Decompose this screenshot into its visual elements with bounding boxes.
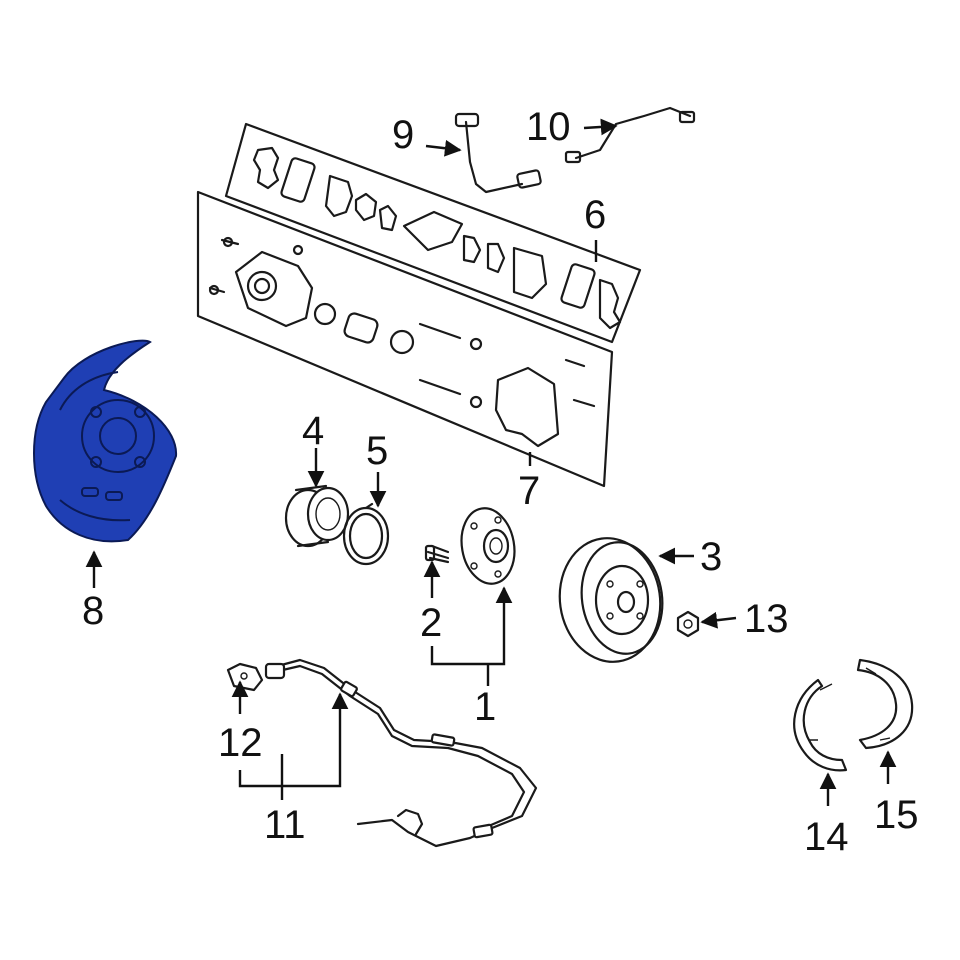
backing-plate-details xyxy=(59,371,155,522)
callout-4: 4 xyxy=(302,409,324,453)
parking-brake-shoe-rear[interactable] xyxy=(856,658,914,750)
callout-3: 3 xyxy=(700,535,722,579)
snap-ring[interactable] xyxy=(342,502,390,566)
harness-clip[interactable] xyxy=(226,662,264,692)
backing-plate[interactable] xyxy=(33,339,178,543)
callout-labels: 1 2 3 4 5 6 7 8 9 10 11 12 13 14 15 xyxy=(82,105,919,859)
callout-5: 5 xyxy=(366,429,388,473)
wheel-bearing[interactable] xyxy=(284,484,350,548)
hub-nut[interactable] xyxy=(676,610,700,638)
caliper-kit-panel[interactable] xyxy=(196,190,614,488)
wheel-hub[interactable] xyxy=(456,504,520,588)
callout-11: 11 xyxy=(264,803,306,847)
callout-7: 7 xyxy=(518,469,540,513)
callout-6: 6 xyxy=(584,193,606,237)
callout-12: 12 xyxy=(218,721,263,765)
backing-plate-shape xyxy=(33,339,178,543)
callout-15: 15 xyxy=(874,793,919,837)
pad-kit-panel[interactable] xyxy=(224,122,642,344)
parking-brake-shoe-front[interactable] xyxy=(793,678,848,772)
callout-8: 8 xyxy=(82,589,104,633)
pad-kit-items xyxy=(252,146,622,330)
abs-sensor-harness[interactable] xyxy=(264,658,538,848)
callout-1: 1 xyxy=(474,685,496,729)
callout-9: 9 xyxy=(392,113,414,157)
callout-2: 2 xyxy=(420,601,442,645)
callout-13: 13 xyxy=(744,597,789,641)
callout-14: 14 xyxy=(804,815,849,859)
brake-rotor[interactable] xyxy=(552,532,670,669)
brake-hose[interactable] xyxy=(454,112,542,194)
brake-line[interactable] xyxy=(564,106,696,164)
callout-10: 10 xyxy=(526,105,571,149)
leader-lines xyxy=(85,118,897,806)
wheel-stud[interactable] xyxy=(424,544,450,564)
caliper-kit-items xyxy=(208,236,596,448)
